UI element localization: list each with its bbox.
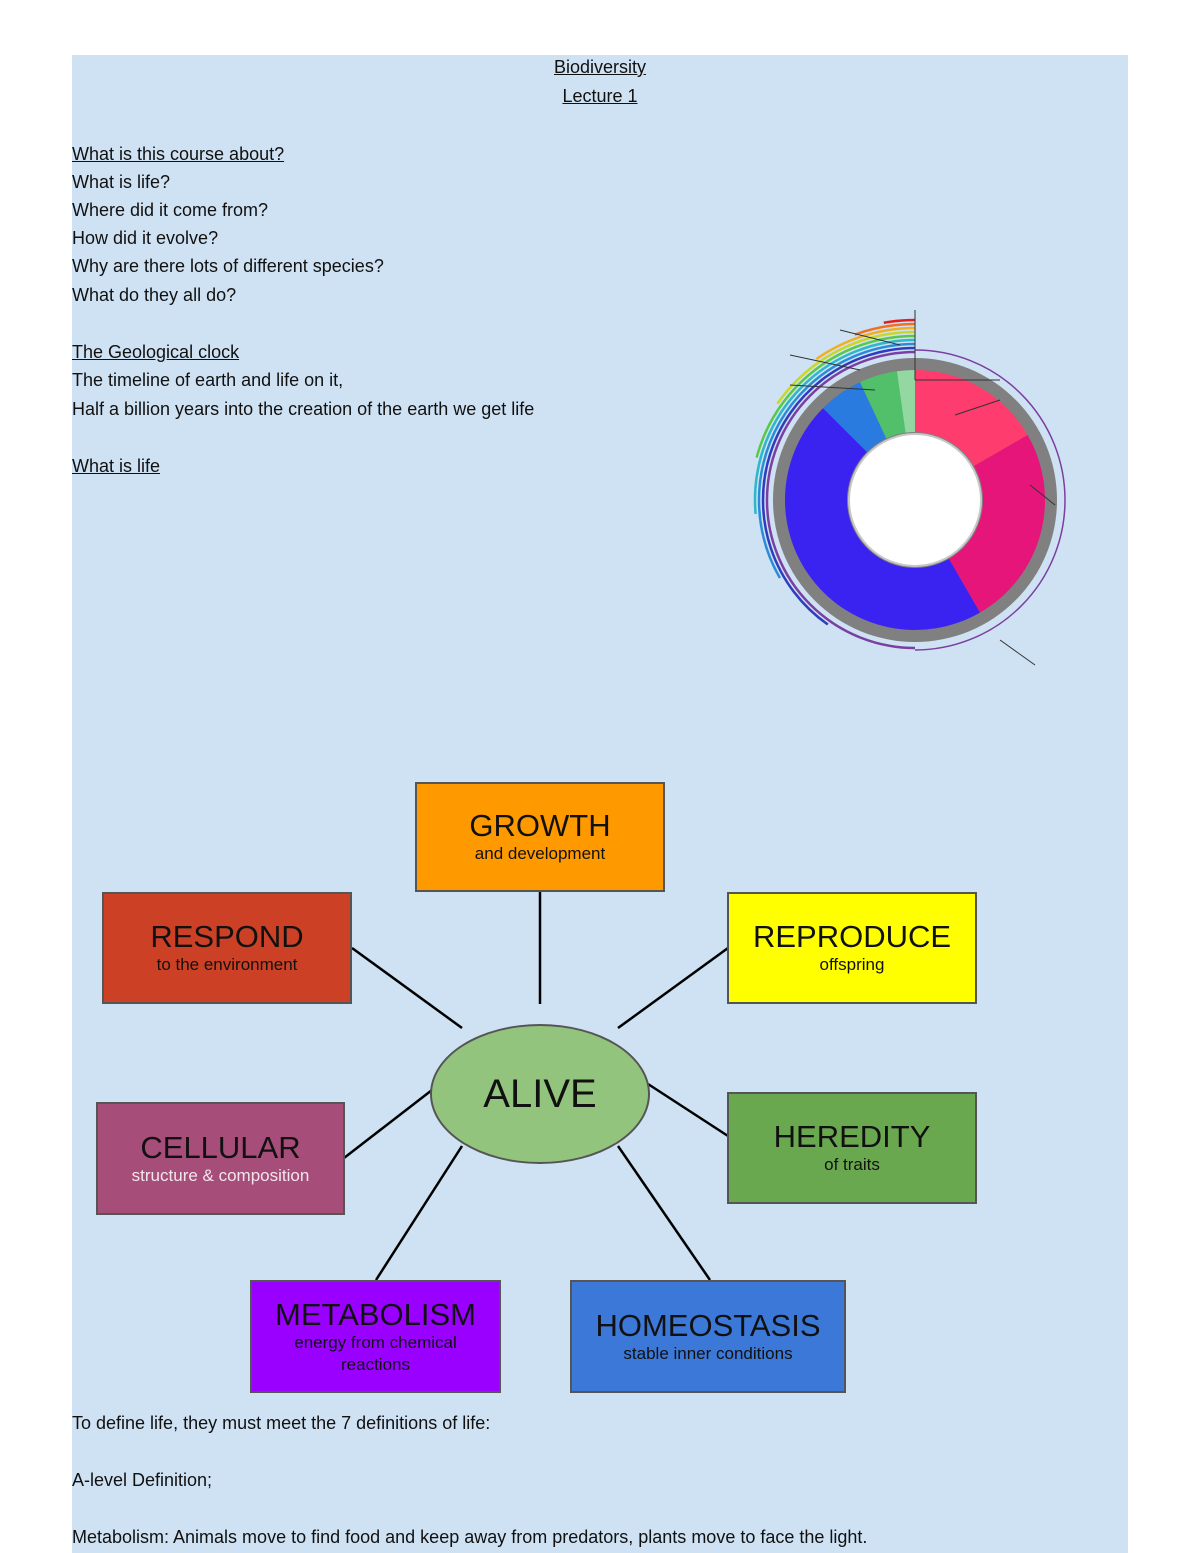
node-title: CELLULAR — [140, 1129, 301, 1165]
eon-ring — [773, 358, 1057, 642]
node-homeostasis: HOMEOSTASIS stable inner conditions — [570, 1280, 846, 1393]
timeline-arc — [753, 338, 916, 515]
node-growth: GROWTH and development — [415, 782, 665, 892]
node-subtitle: to the environment — [156, 955, 298, 974]
node-title: HOMEOSTASIS — [595, 1307, 821, 1343]
connector-reproduce — [617, 946, 729, 1030]
node-subtitle: and development — [474, 844, 606, 863]
timeline-arc — [776, 330, 916, 405]
node-subtitle: energy from chemical reactions — [294, 1332, 457, 1374]
node-title: HEREDITY — [773, 1119, 931, 1154]
proterozoic-segment — [784, 408, 980, 630]
timeline-arc — [757, 342, 916, 579]
timeline-arc — [883, 318, 916, 324]
connector-metabolism — [374, 1145, 464, 1281]
node-title: GROWTH — [469, 808, 611, 843]
center-node-alive: ALIVE — [430, 1024, 650, 1164]
course-question: Where did it come from? — [72, 200, 269, 220]
geological-clock-text: Half a billion years into the creation o… — [72, 399, 535, 419]
cenozoic-segment — [896, 370, 915, 433]
hadean-segment — [915, 370, 1028, 466]
connector-heredity — [647, 1082, 729, 1138]
node-respond: RESPOND to the environment — [102, 892, 352, 1004]
course-question: What is life? — [72, 172, 171, 192]
annotation-leader — [954, 399, 1001, 416]
node-title: RESPOND — [150, 919, 304, 954]
node-title: REPRODUCE — [752, 919, 952, 954]
annotation-leader — [1029, 484, 1056, 506]
node-title: METABOLISM — [275, 1296, 476, 1332]
timeline-arc — [854, 322, 916, 336]
connector-cellular — [343, 1089, 433, 1159]
geological-clock-text: The timeline of earth and life on it, — [72, 370, 344, 390]
node-subtitle: of traits — [824, 1155, 880, 1174]
annotation-leader — [839, 329, 901, 346]
document-title: Biodiversity — [553, 57, 647, 77]
what-is-life-heading: What is life — [72, 456, 161, 476]
footer-text: A-level Definition; — [72, 1470, 213, 1490]
connector-respond — [351, 946, 463, 1030]
node-subtitle: offspring — [819, 955, 885, 974]
course-question: How did it evolve? — [72, 228, 219, 248]
node-subtitle: structure & composition — [131, 1165, 310, 1185]
connector-homeostasis — [616, 1145, 712, 1281]
characteristics-of-life-diagram: ALIVE GROWTH and development RESPOND to … — [72, 770, 1128, 1410]
course-heading: What is this course about? — [72, 144, 285, 164]
clock-center — [848, 433, 982, 567]
timeline-arc — [755, 334, 916, 458]
timeline-arc — [765, 350, 916, 650]
node-heredity: HEREDITY of traits — [727, 1092, 977, 1204]
annotation-leader — [789, 354, 861, 371]
archean-segment — [949, 435, 1045, 613]
mesozoic-segment — [860, 371, 906, 439]
connector-lines — [343, 890, 729, 1281]
geological-clock-figure — [753, 310, 1066, 666]
paleozoic-segment — [823, 382, 887, 452]
footer-text: To define life, they must meet the 7 def… — [72, 1413, 491, 1433]
document-subtitle: Lecture 1 — [562, 86, 638, 106]
annotation-leader — [999, 639, 1036, 666]
node-cellular: CELLULAR structure & composition — [96, 1102, 345, 1215]
annotation-leader — [789, 384, 876, 391]
timeline-arcs — [753, 318, 1066, 651]
timeline-arc — [914, 349, 1066, 651]
footer-text: Metabolism: Animals move to find food an… — [72, 1527, 868, 1547]
node-reproduce: REPRODUCE offspring — [727, 892, 977, 1004]
timeline-arc — [761, 346, 916, 626]
course-question: Why are there lots of different species? — [72, 256, 384, 276]
node-metabolism: METABOLISM energy from chemical reaction… — [250, 1280, 501, 1393]
geological-clock-heading: The Geological clock — [72, 342, 240, 362]
annotation-leaders — [789, 310, 1056, 666]
node-subtitle: stable inner conditions — [623, 1343, 793, 1363]
course-question: What do they all do? — [72, 285, 237, 305]
